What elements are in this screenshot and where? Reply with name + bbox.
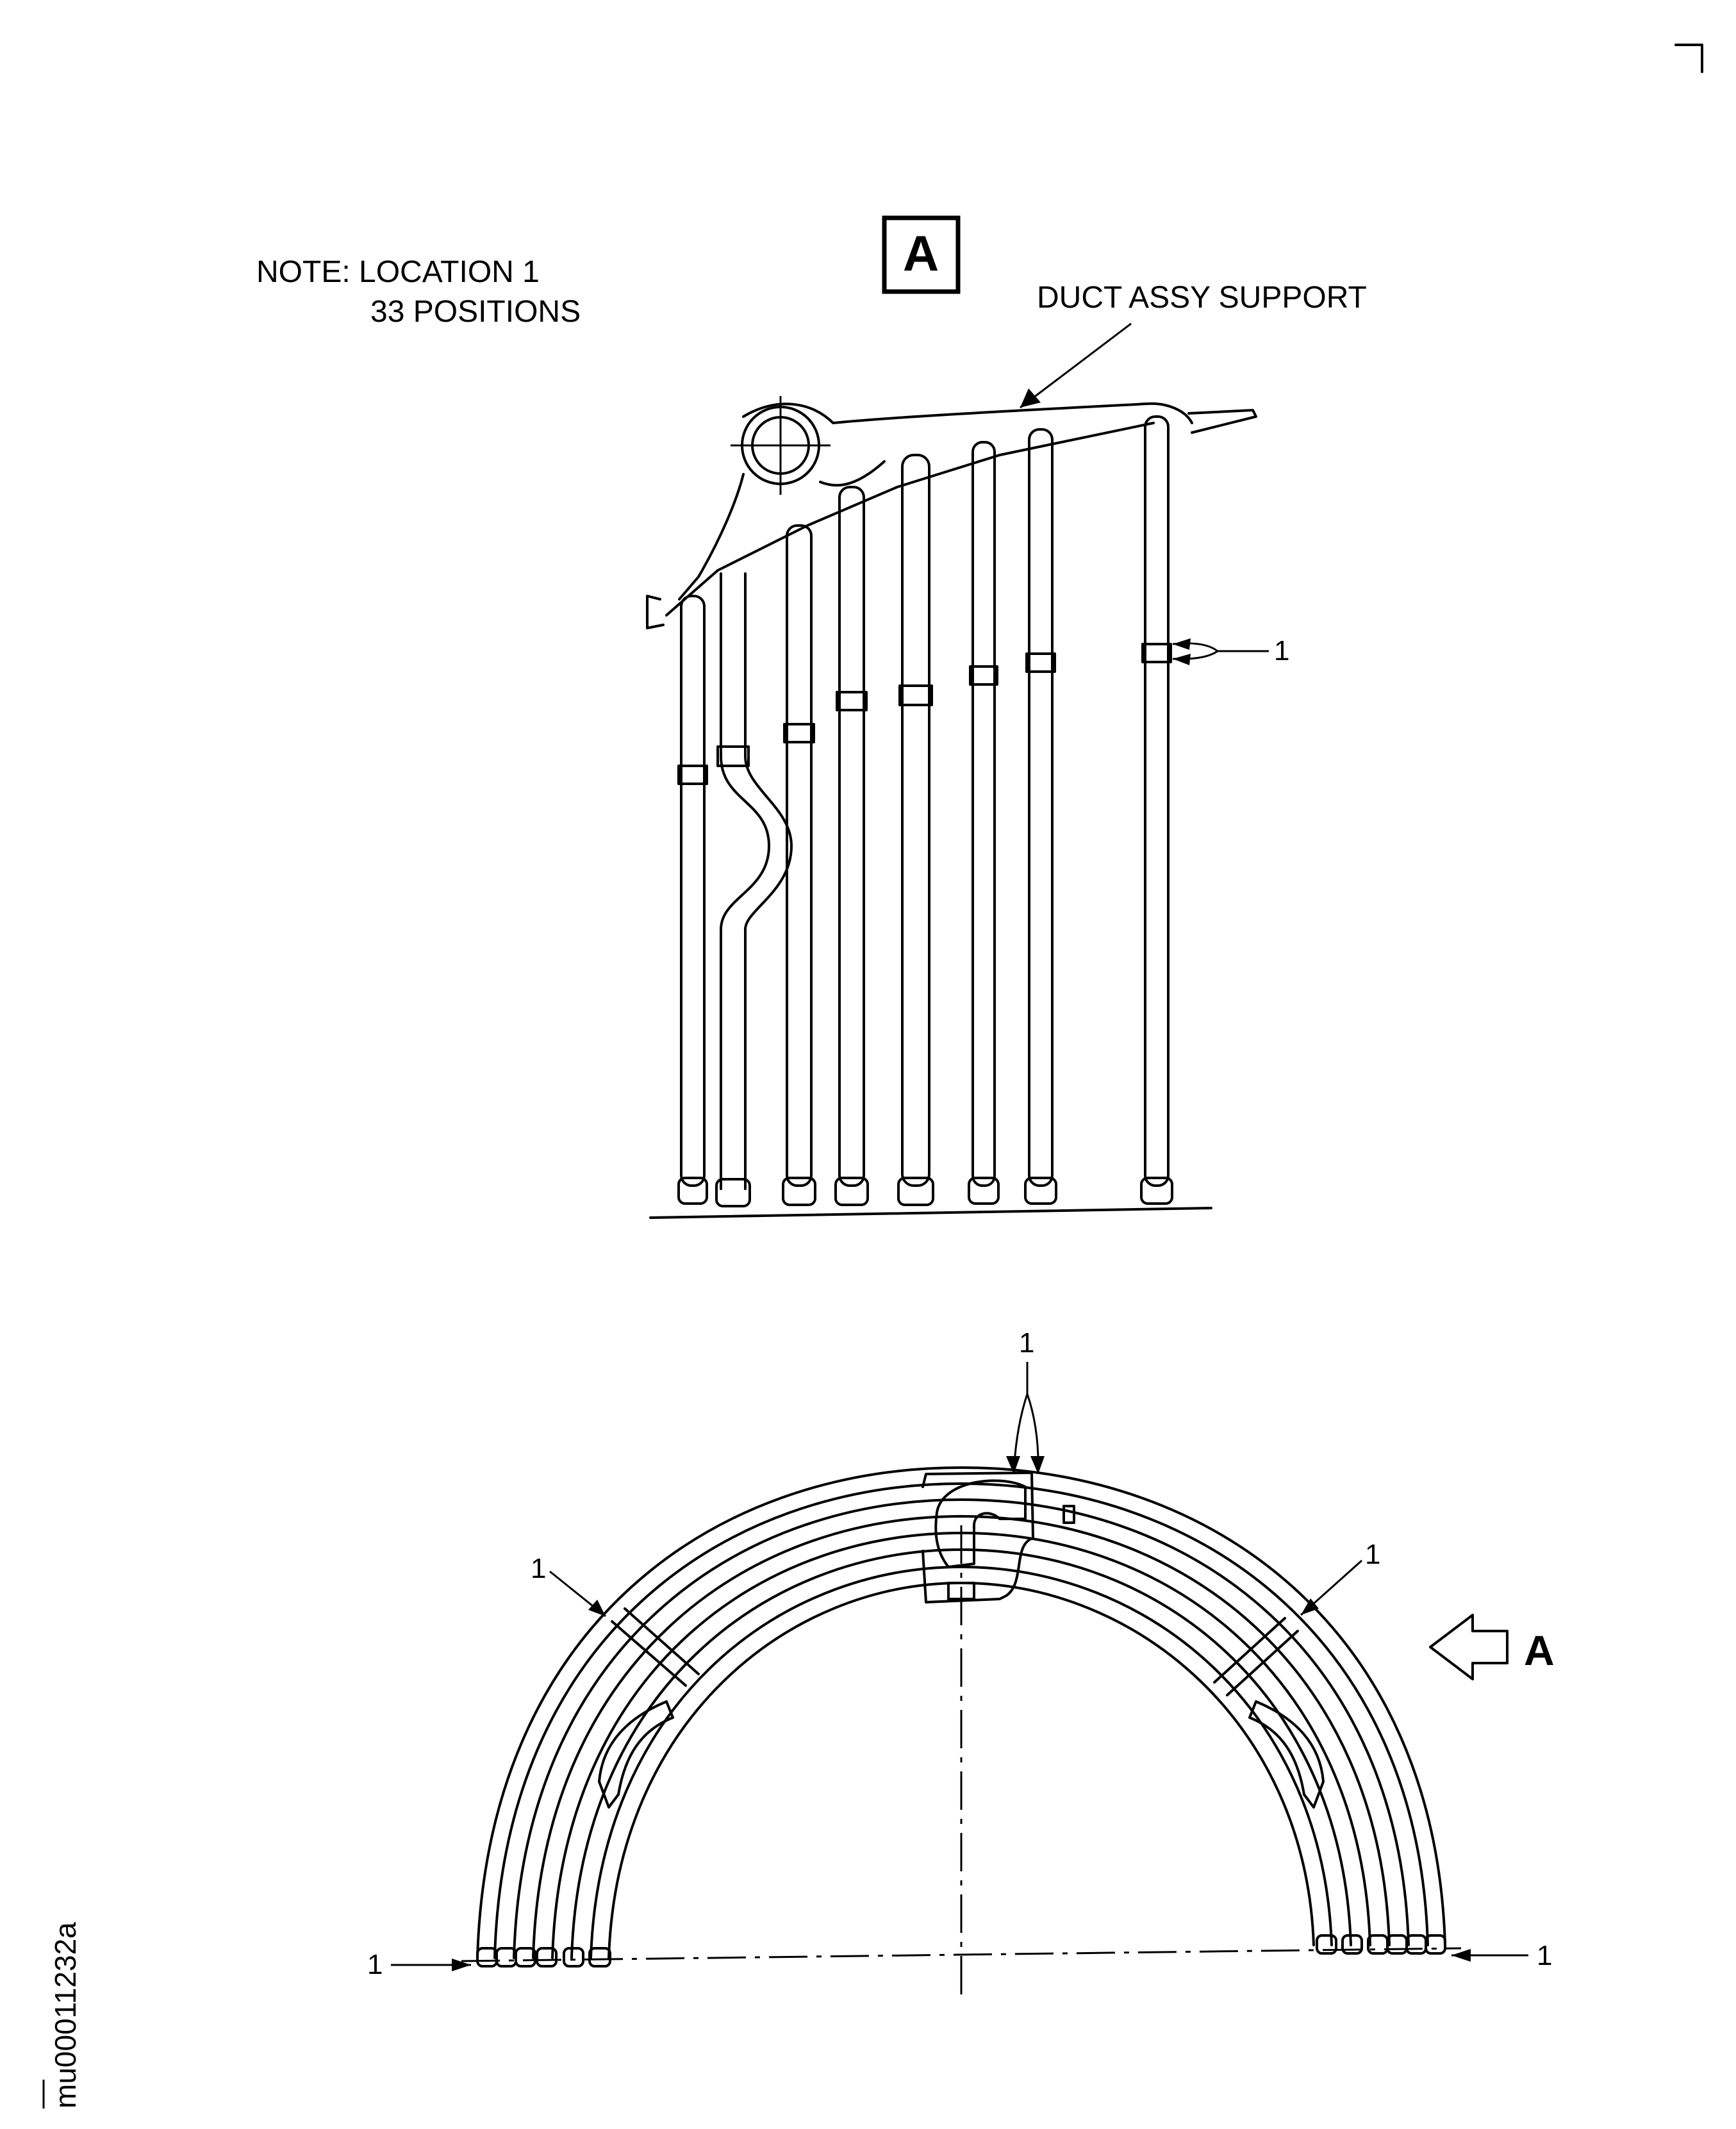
- note-line-1: NOTE: LOCATION 1: [256, 255, 540, 289]
- duct-assy-support-label: DUCT ASSY SUPPORT: [1037, 281, 1367, 315]
- note-line-2: 33 POSITIONS: [370, 295, 581, 329]
- callout-leader-upper-right: [1172, 638, 1269, 665]
- duct-tube-3: [782, 524, 816, 1206]
- callout-upper-right: 1: [1274, 635, 1289, 667]
- callout-bottom-right: 1: [1537, 1940, 1552, 1971]
- view-direction-label: A: [1524, 1627, 1555, 1674]
- duct-tube-8: [1140, 415, 1173, 1205]
- callout-leader-bottom-right: [1451, 1949, 1528, 1962]
- view-direction-arrow-icon: [1429, 1614, 1509, 1680]
- horizontal-center-line: [461, 1947, 1462, 1962]
- callout-top-center: 1: [1019, 1327, 1034, 1359]
- duct-assy-support-leader: [1020, 322, 1132, 409]
- callout-bottom-left: 1: [367, 1949, 383, 1980]
- duct-tube-2-offset: [715, 572, 793, 1207]
- duct-tube-1: [677, 595, 708, 1205]
- lower-view: 1 1 1 1 1 A: [367, 1327, 1555, 2000]
- right-clamp-bands: [1213, 1617, 1299, 1696]
- duct-assy-support: [646, 396, 1257, 629]
- view-label: A: [903, 225, 939, 281]
- callout-leader-upper-left-arc: [549, 1570, 606, 1618]
- upper-view: 1: [646, 396, 1289, 1219]
- figure-id: mu00011232a: [49, 1922, 82, 2108]
- right-bracket: [1248, 1700, 1325, 1809]
- duct-tube-7: [1024, 428, 1057, 1205]
- callout-upper-left-arc: 1: [531, 1553, 546, 1584]
- left-bracket: [598, 1700, 674, 1809]
- left-duct-ends: [476, 1947, 611, 1967]
- top-fitting: [922, 1471, 1075, 1603]
- duct-tube-4: [834, 486, 869, 1206]
- duct-tube-6: [968, 441, 1000, 1205]
- callout-leader-upper-right-arc: [1300, 1559, 1363, 1616]
- callout-upper-right-arc: 1: [1365, 1539, 1380, 1570]
- callout-leader-top-center: [1006, 1362, 1045, 1475]
- duct-tube-5: [897, 454, 934, 1206]
- view-label-box: [882, 215, 961, 294]
- left-clamp-bands: [611, 1607, 700, 1687]
- duct-arc-bundle: [476, 1466, 1446, 1959]
- callout-leader-bottom-left: [391, 1959, 471, 1971]
- right-duct-ends: [1316, 1934, 1446, 1955]
- upper-base-line: [649, 1207, 1212, 1219]
- corner-mark: [1674, 44, 1703, 73]
